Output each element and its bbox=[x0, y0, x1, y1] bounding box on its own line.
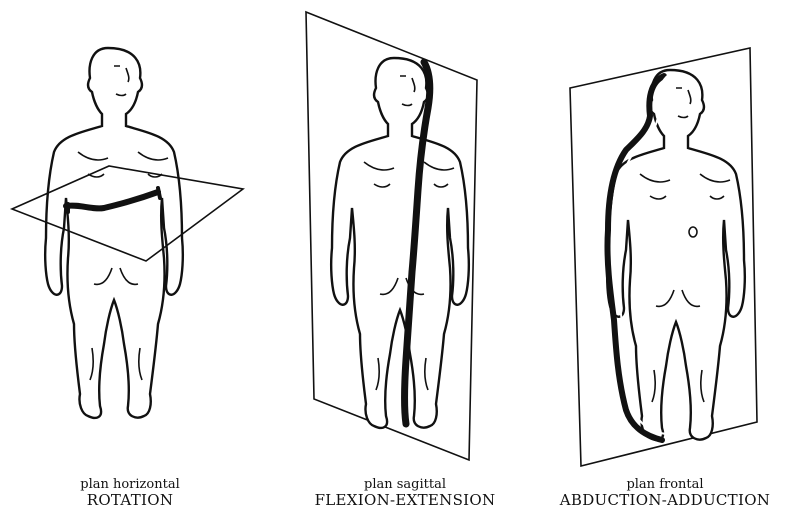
movement-label: ROTATION bbox=[40, 492, 220, 509]
movement-label: ABDUCTION-ADDUCTION bbox=[550, 492, 780, 509]
sagittal-plane-figure bbox=[306, 12, 477, 460]
plane-label: plan horizontal bbox=[40, 478, 220, 492]
plane-label: plan frontal bbox=[550, 478, 780, 492]
horizontal-plane-figure bbox=[12, 48, 243, 418]
caption-horizontal: plan horizontal ROTATION bbox=[40, 478, 220, 509]
movement-label: FLEXION-EXTENSION bbox=[300, 492, 510, 509]
caption-sagittal: plan sagittal FLEXION-EXTENSION bbox=[300, 478, 510, 509]
caption-frontal: plan frontal ABDUCTION-ADDUCTION bbox=[550, 478, 780, 509]
human-figure-2 bbox=[331, 58, 469, 428]
human-figure-1 bbox=[45, 48, 183, 418]
frontal-plane-figure bbox=[570, 48, 757, 466]
plane-label: plan sagittal bbox=[300, 478, 510, 492]
